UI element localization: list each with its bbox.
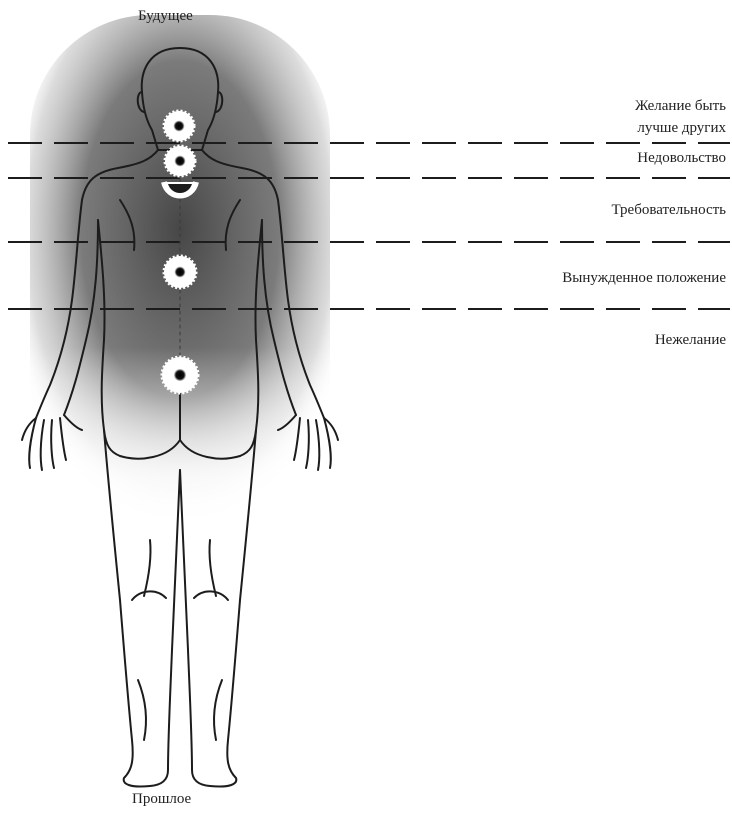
zone-label-forced-position: Вынужденное положение <box>562 270 726 287</box>
energy-aura <box>0 0 400 560</box>
spine-point-2 <box>165 146 195 176</box>
spine-point-4 <box>164 256 196 288</box>
spine-point-5 <box>162 357 198 393</box>
spine-point-3 <box>164 182 196 196</box>
zone-label-unwillingness: Нежелание <box>655 332 726 349</box>
future-label: Будущее <box>138 8 193 25</box>
spine-point-1 <box>164 111 194 141</box>
past-label: Прошлое <box>132 791 191 808</box>
zone-label-dissatisfaction: Недовольство <box>637 150 726 167</box>
zone-label-superiority-line1: Желание быть <box>635 98 726 115</box>
zone-label-superiority-line2: лучше других <box>637 120 726 137</box>
zone-label-demandingness: Требовательность <box>611 202 726 219</box>
